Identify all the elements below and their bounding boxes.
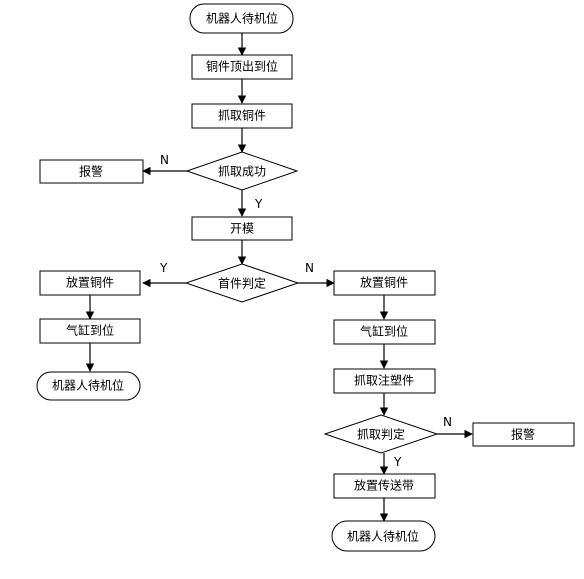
edge-label-success-no: N: [160, 153, 169, 167]
edge-label-first-no: N: [305, 261, 314, 275]
node-first-piece-check-label: 首件判定: [218, 276, 266, 291]
edge-label-check-yes: Y: [393, 455, 402, 469]
edge-label-success-yes: Y: [254, 197, 263, 211]
node-grab-molded-label: 抓取注塑件: [354, 373, 414, 388]
node-copper-up: 铜件顶出到位: [191, 54, 293, 80]
node-standby-right: 机器人待机位: [331, 520, 436, 552]
node-cylinder-right: 气缸到位: [333, 319, 436, 345]
node-grab-copper-label: 抓取铜件: [218, 108, 266, 123]
node-open-mold: 开模: [191, 216, 293, 241]
node-alarm-2: 报警: [472, 422, 575, 447]
node-grab-success-label: 抓取成功: [218, 165, 266, 179]
node-standby-left: 机器人待机位: [36, 371, 141, 401]
node-grab-success: 抓取成功: [185, 151, 299, 191]
node-alarm-1: 报警: [39, 159, 144, 184]
node-place-copper-left-label: 放置铜件: [66, 275, 114, 290]
node-standby-right-label: 机器人待机位: [347, 529, 419, 544]
node-place-conveyor: 放置传送带: [333, 473, 436, 499]
node-first-piece-check: 首件判定: [184, 263, 300, 303]
node-place-copper-right-label: 放置铜件: [360, 275, 408, 290]
node-grab-check-label: 抓取判定: [357, 427, 405, 442]
edge-labels: N Y Y N N Y: [159, 153, 452, 469]
node-cylinder-right-label: 气缸到位: [360, 324, 408, 339]
node-cylinder-left: 气缸到位: [39, 318, 141, 344]
node-start-label: 机器人待机位: [206, 11, 278, 26]
node-copper-up-label: 铜件顶出到位: [206, 59, 278, 74]
node-grab-molded: 抓取注塑件: [333, 368, 436, 394]
node-place-conveyor-label: 放置传送带: [354, 478, 414, 493]
node-place-copper-left: 放置铜件: [39, 270, 141, 296]
node-cylinder-left-label: 气缸到位: [66, 323, 114, 338]
node-open-mold-label: 开模: [230, 222, 254, 236]
node-place-copper-right: 放置铜件: [333, 270, 436, 296]
edge-label-first-yes: Y: [159, 261, 168, 275]
node-standby-left-label: 机器人待机位: [52, 378, 124, 393]
edge-label-check-no: N: [443, 415, 452, 429]
node-grab-copper: 抓取铜件: [191, 103, 293, 129]
node-start: 机器人待机位: [189, 3, 294, 34]
node-alarm-1-label: 报警: [79, 164, 103, 179]
node-grab-check: 抓取判定: [323, 414, 439, 454]
node-alarm-2-label: 报警: [511, 427, 535, 442]
edges: [85, 33, 473, 522]
